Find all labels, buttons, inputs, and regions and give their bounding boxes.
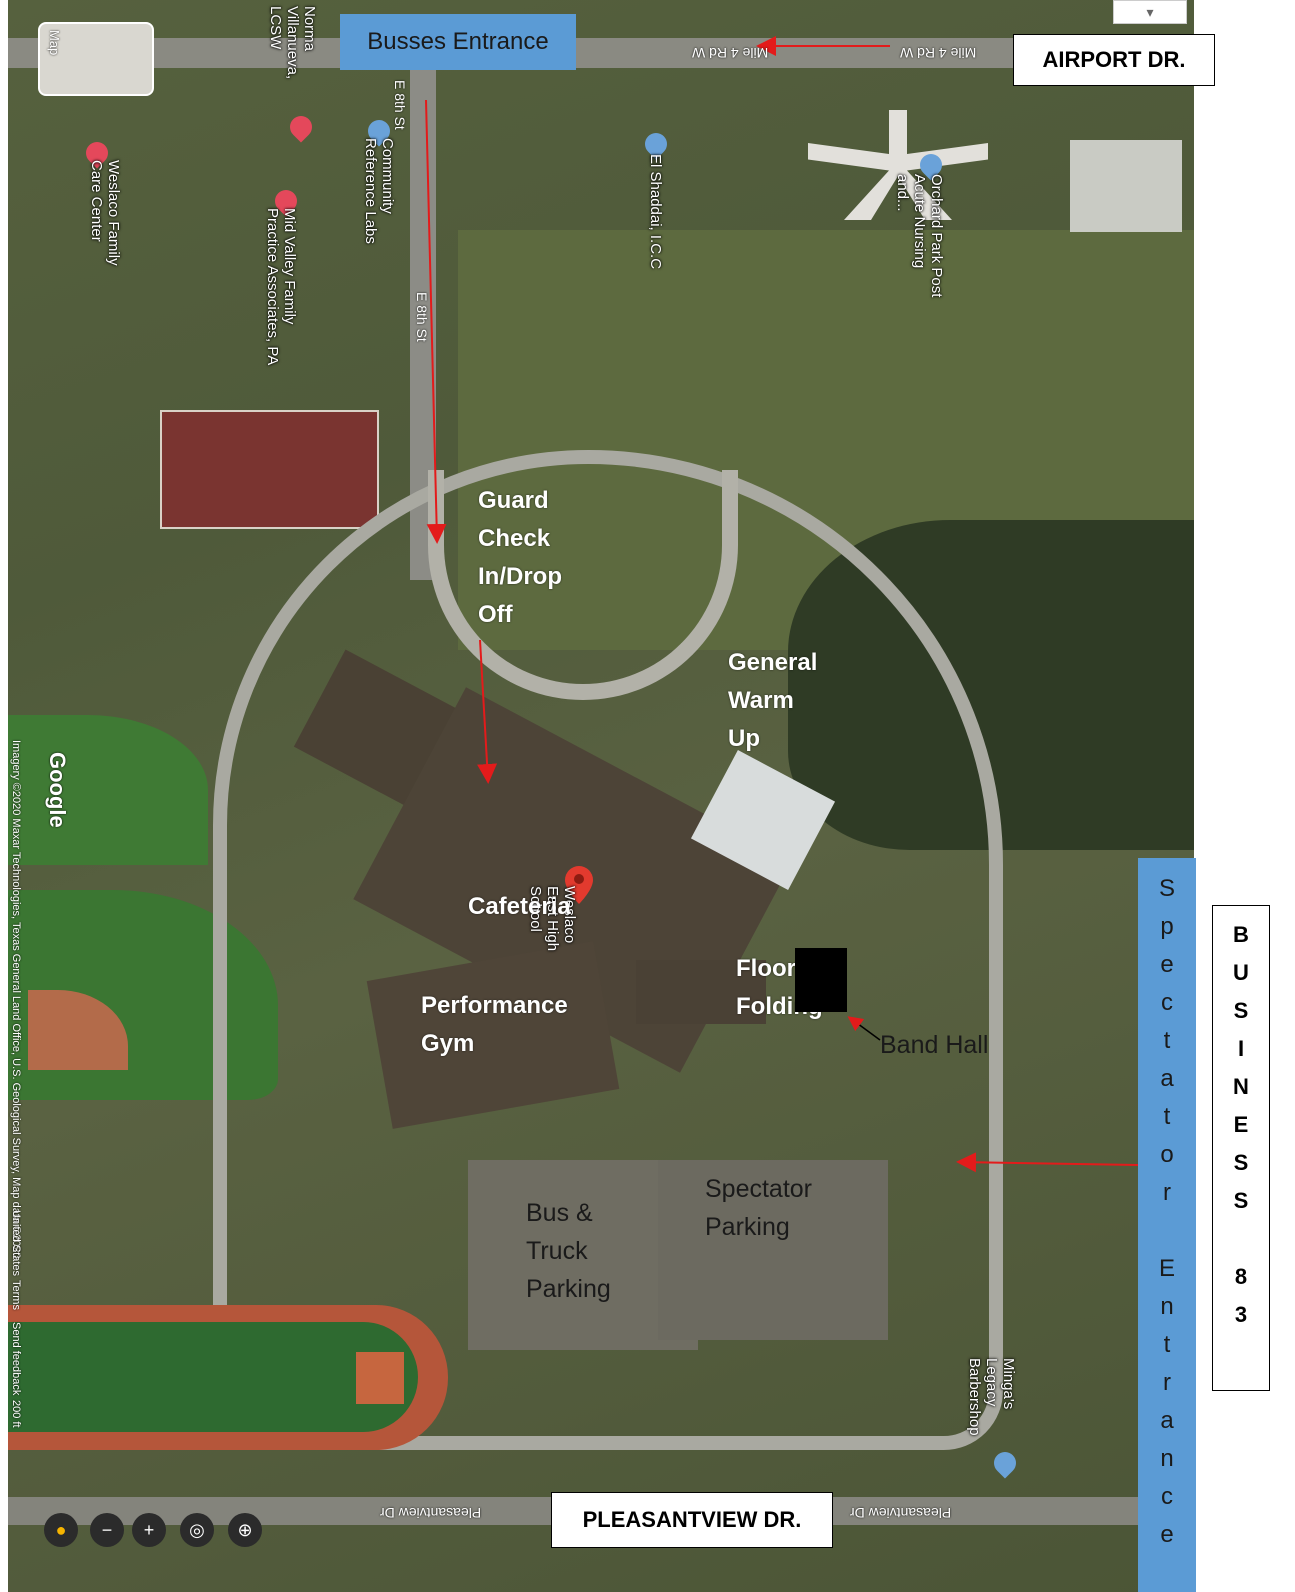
business-83-letter: I [1237, 1036, 1245, 1061]
business-83-letter: N [1233, 1074, 1249, 1099]
map-scale: 200 ft [10, 1400, 22, 1428]
top-road [8, 38, 1194, 68]
spectator-entrance-letter: r [1163, 1179, 1171, 1206]
spectator-entrance-letter: S [1158, 875, 1175, 902]
bus-truck-parking-label: Bus & Truck Parking [526, 1199, 611, 1303]
spectator-entrance-letter: o [1160, 1141, 1174, 1168]
busses-entrance-label: Busses Entrance [340, 14, 576, 70]
poi-mingas[interactable]: Minga's Legacy Barbershop [966, 1358, 1017, 1436]
feedback-link[interactable]: Send feedback [10, 1322, 22, 1396]
business-83-letter: B [1233, 922, 1249, 947]
spectator-entrance-letter: n [1160, 1293, 1174, 1320]
street-e8th-mid: E 8th St [414, 292, 430, 342]
spectator-entrance-letter: t [1163, 1103, 1171, 1130]
poi-mid-valley[interactable]: Mid Valley Family Practice Associates, P… [264, 208, 298, 366]
football-field [8, 1322, 418, 1432]
business-83-letter: S [1233, 1150, 1249, 1175]
business-83-letter: 8 [1234, 1264, 1248, 1289]
zoom-out-icon[interactable]: − [90, 1513, 124, 1547]
spectator-entrance-letter: a [1160, 1407, 1174, 1434]
street-pleasantview-a: Pleasantview Dr [380, 1505, 482, 1521]
pegman-icon[interactable]: ● [44, 1513, 78, 1547]
spectator-entrance-letter: E [1158, 1255, 1175, 1282]
spectator-entrance-letter: p [1160, 913, 1174, 940]
locate-icon[interactable]: ◎ [180, 1513, 214, 1547]
street-e8th-top: E 8th St [392, 80, 408, 130]
infield-box [356, 1352, 404, 1404]
cafeteria-label: Cafeteria [468, 893, 571, 920]
map-type-toggle[interactable]: Map [38, 22, 154, 96]
street-pleasantview-b: Pleasantview Dr [850, 1505, 952, 1521]
baseball-field-1 [8, 715, 208, 865]
globe-icon[interactable]: ⊕ [228, 1513, 262, 1547]
street-mile4-a: Mile 4 Rd W [692, 45, 769, 61]
pleasantview-dr-label: PLEASANTVIEW DR. [551, 1492, 833, 1548]
band-hall-marker [795, 948, 847, 1012]
map-country: United States [10, 1210, 22, 1277]
spectator-entrance-letter: t [1163, 1331, 1171, 1358]
guard-check-label: Guard Check In/Drop Off [478, 487, 562, 628]
spectator-entrance-letter: e [1160, 951, 1174, 978]
arrow-band-hall [847, 1016, 881, 1041]
poi-community[interactable]: Community Reference Labs [362, 138, 396, 244]
performance-gym-label: Performance Gym [421, 992, 568, 1057]
business-83-letter: E [1233, 1112, 1249, 1137]
spectator-entrance-letter: c [1161, 989, 1173, 1016]
general-warm-up-label: General Warm Up [728, 649, 818, 752]
fullscreen-button[interactable]: ▾ [1113, 0, 1187, 24]
spectator-entrance-letter: e [1160, 1521, 1174, 1548]
spectator-entrance-letter: r [1163, 1369, 1171, 1396]
warehouse [1070, 140, 1182, 232]
map-attribution: Imagery ©2020 Maxar Technologies, Texas … [10, 740, 22, 1259]
street-mile4-b: Mile 4 Rd W [900, 45, 977, 61]
band-hall-label: Band Hall [880, 1031, 989, 1059]
arrow-spectator [956, 1152, 1139, 1173]
business-83-letter: S [1233, 998, 1249, 1023]
spectator-entrance-letter: c [1161, 1483, 1173, 1510]
spectator-entrance-letter: n [1160, 1445, 1174, 1472]
satellite-map[interactable] [8, 0, 1194, 1592]
poi-el-shaddai[interactable]: El Shaddai, I.C.C [647, 154, 664, 270]
poi-norma[interactable]: Norma Villanueva, LCSW [267, 6, 318, 80]
arrow-e8th [425, 99, 447, 544]
arrow-drop-off [477, 639, 498, 784]
spectator-entrance-letter: a [1160, 1065, 1174, 1092]
business-83-letter [1238, 1220, 1244, 1258]
poi-orchard[interactable]: Orchard Park Post Acute Nursing and... [894, 174, 945, 298]
spectator-entrance-letter: t [1163, 1027, 1171, 1054]
airport-dr-label: AIRPORT DR. [1013, 34, 1215, 86]
school-pin-icon [565, 866, 593, 904]
business-83-letter: U [1233, 960, 1249, 985]
business-83-letter: 3 [1234, 1302, 1248, 1327]
spectator-parking-label: Spectator Parking [705, 1175, 813, 1241]
zoom-in-icon[interactable]: + [132, 1513, 166, 1547]
tennis-courts [160, 410, 379, 529]
parking-lot-spectator [658, 1160, 888, 1340]
google-logo: Google [45, 752, 70, 828]
business-83-letter: S [1233, 1188, 1249, 1213]
poi-weslaco-family[interactable]: Weslaco Family Care Center [88, 160, 122, 266]
map-toggle-label: Map [47, 30, 62, 56]
spectator-entrance-letter [1164, 1212, 1171, 1250]
band-hall-building [636, 960, 766, 1024]
terms-link[interactable]: Terms [10, 1280, 22, 1310]
